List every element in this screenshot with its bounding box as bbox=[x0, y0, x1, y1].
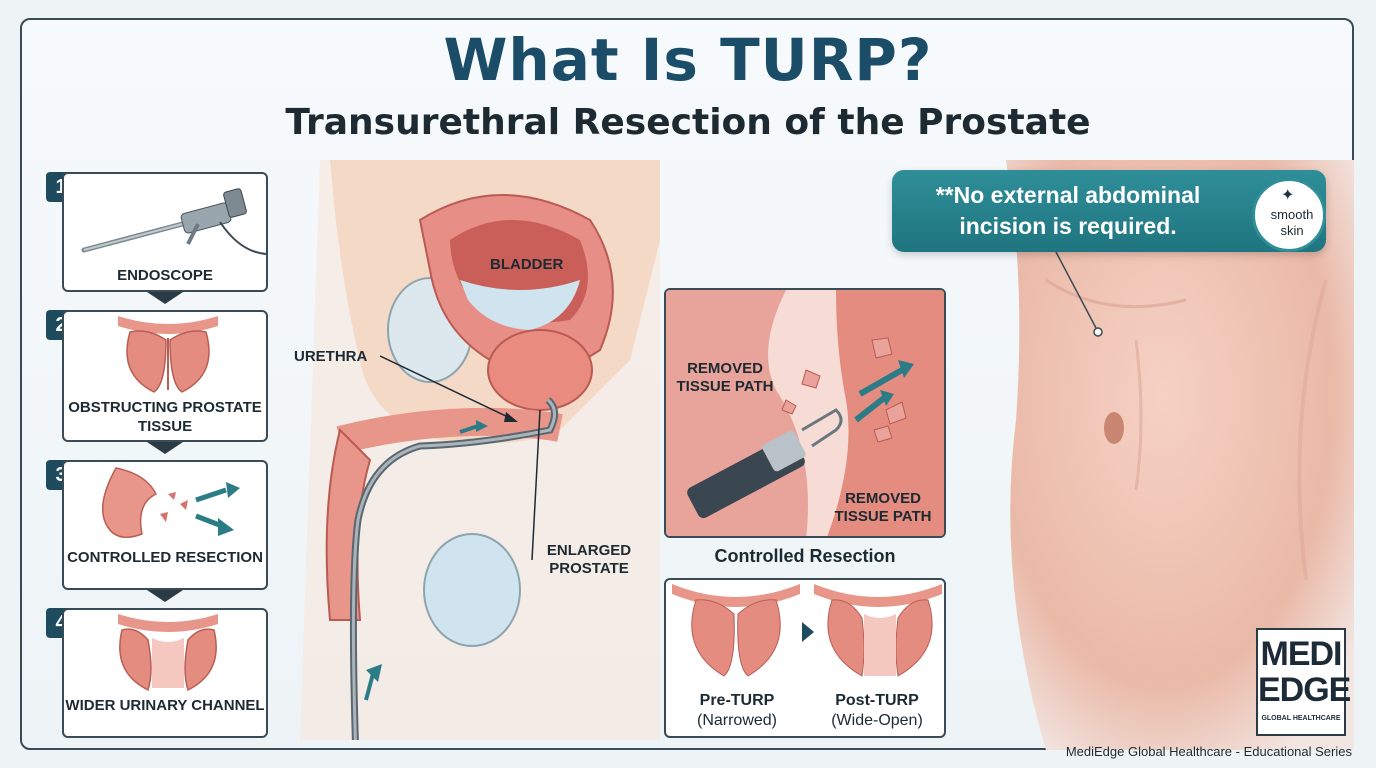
pre-post-prostate-illustration bbox=[672, 584, 942, 677]
step-3-label: CONTROLLED RESECTION bbox=[67, 549, 263, 566]
removed-tissue-path-label-top: REMOVED TISSUE PATH bbox=[676, 360, 774, 395]
resection-icon bbox=[101, 467, 240, 539]
post-turp-subtitle: (Wide-Open) bbox=[831, 712, 923, 729]
urethra-label: URETHRA bbox=[294, 348, 368, 365]
mediedge-logo: MEDI EDGE GLOBAL HEALTHCARE bbox=[1256, 628, 1351, 736]
pelvic-anatomy-illustration bbox=[300, 160, 660, 740]
zoom-caption: Controlled Resection bbox=[714, 546, 896, 566]
pre-post-comparison: Pre-TURP (Narrowed) Post-TURP (Wide-Open… bbox=[664, 578, 946, 738]
prostate-obstructed-icon bbox=[118, 316, 218, 393]
step-2-card: OBSTRUCTING PROSTATE TISSUE bbox=[62, 310, 268, 442]
prostate-widened-icon bbox=[118, 614, 218, 692]
footer-credit: MediEdge Global Healthcare - Educational… bbox=[1065, 744, 1352, 759]
page-title: What Is TURP? bbox=[443, 26, 933, 94]
badge-text: smooth skin bbox=[1270, 207, 1314, 238]
removed-tissue-path-label-bottom: REMOVED TISSUE PATH bbox=[834, 490, 932, 525]
step-3-card: CONTROLLED RESECTION bbox=[62, 460, 268, 590]
step-1-label: ENDOSCOPE bbox=[117, 267, 213, 284]
step-2-label: OBSTRUCTING PROSTATE TISSUE bbox=[68, 399, 262, 435]
logo-line-2: EDGE bbox=[1258, 671, 1351, 709]
step-4-label: WIDER URINARY CHANNEL bbox=[65, 697, 265, 714]
pre-turp-title: Pre-TURP bbox=[699, 692, 775, 709]
smooth-skin-badge: ✦ smooth skin bbox=[1252, 178, 1326, 252]
logo-line-3: GLOBAL HEALTHCARE bbox=[1261, 715, 1341, 722]
abdomen-illustration bbox=[1006, 160, 1354, 750]
bladder-label: BLADDER bbox=[490, 256, 564, 273]
page-subtitle: Transurethral Resection of the Prostate bbox=[285, 102, 1091, 143]
sparkle-icon: ✦ bbox=[1281, 185, 1295, 204]
pre-turp-subtitle: (Narrowed) bbox=[696, 712, 777, 729]
step-1-card: ENDOSCOPE bbox=[62, 172, 268, 292]
step-arrow-2 bbox=[147, 442, 183, 454]
logo-line-1: MEDI bbox=[1260, 635, 1343, 673]
post-turp-title: Post-TURP bbox=[835, 692, 919, 709]
enlarged-prostate-label: ENLARGED PROSTATE bbox=[546, 542, 632, 577]
resection-closeup-illustration bbox=[666, 290, 944, 536]
resection-zoom-panel: REMOVED TISSUE PATH REMOVED TISSUE PATH bbox=[664, 288, 946, 538]
endoscope-icon bbox=[81, 188, 267, 255]
step-4-card: WIDER URINARY CHANNEL bbox=[62, 608, 268, 738]
step-arrow-1 bbox=[147, 292, 183, 304]
step-arrow-3 bbox=[147, 590, 183, 602]
callout-text: **No external abdominal incision is requ… bbox=[935, 182, 1201, 239]
